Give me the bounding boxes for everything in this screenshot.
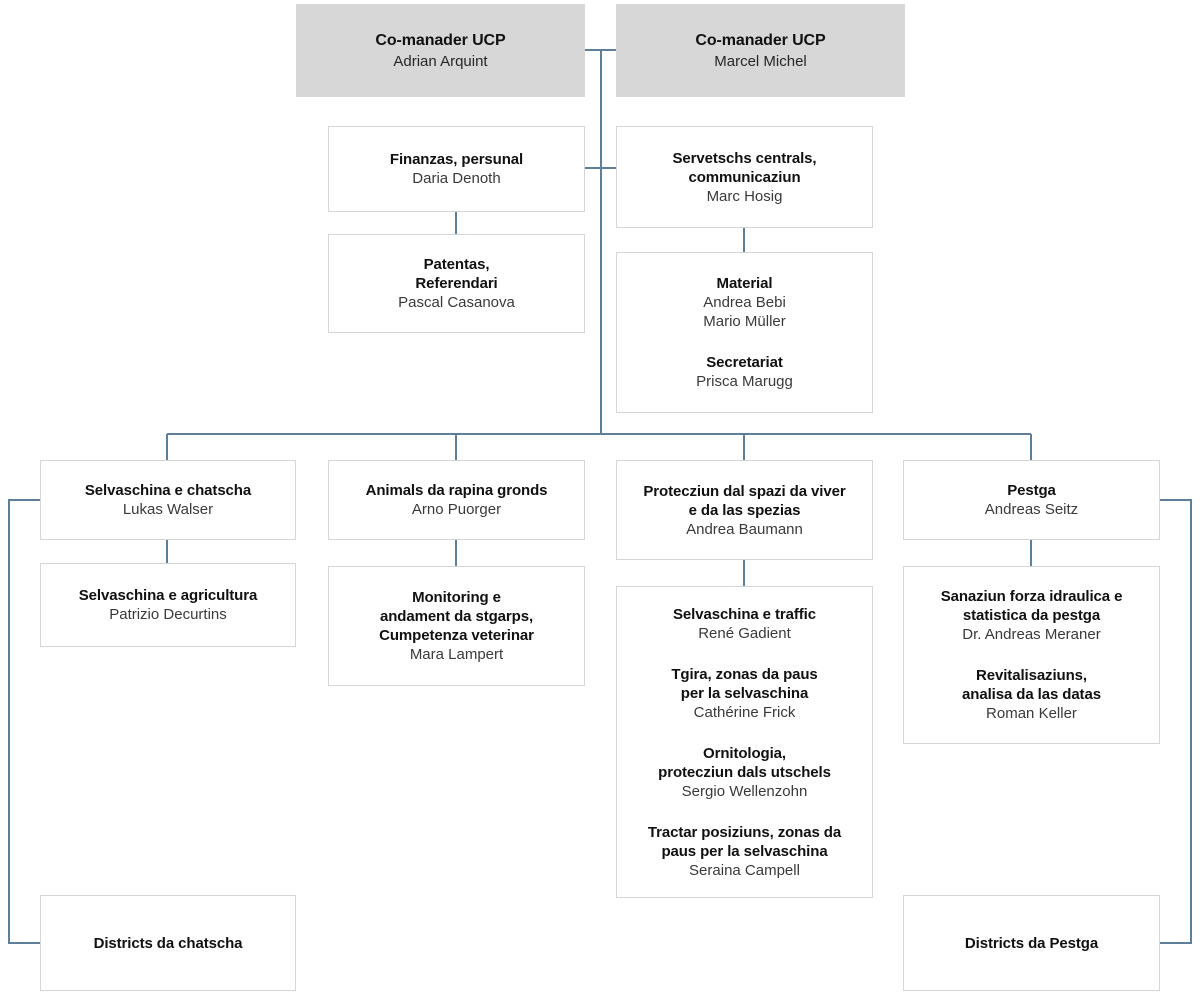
role-label: Selvaschina e traffic [673, 605, 816, 623]
entry-revitalisaziuns: Revitalisaziuns, analisa da las datas Ro… [962, 666, 1101, 723]
node-patentas-referendari[interactable]: Patentas, Referendari Pascal Casanova [328, 234, 585, 333]
role-label-line2: per la selvaschina [680, 684, 809, 702]
person-label: Andreas Seitz [984, 501, 1079, 518]
person-label: Patrizio Decurtins [109, 606, 227, 623]
entry: Co-manader UCP Marcel Michel [695, 30, 825, 72]
role-label-line1: Patentas, [423, 256, 490, 273]
entry-material: Material Andrea Bebi Mario Müller [703, 274, 786, 331]
node-selvaschina-e-chatscha[interactable]: Selvaschina e chatscha Lukas Walser [40, 460, 296, 540]
role-label-line1: Tractar posiziuns, zonas da [647, 823, 842, 841]
node-districts-da-chatscha[interactable]: Districts da chatscha [40, 895, 296, 991]
role-label-line2: protecziun dals utschels [658, 763, 831, 781]
entry: Selvaschina e chatscha Lukas Walser [85, 481, 251, 519]
role-label: Animals da rapina gronds [365, 482, 548, 499]
entry-secretariat: Secretariat Prisca Marugg [696, 353, 793, 391]
person-label: Sergio Wellenzohn [681, 782, 808, 800]
person-label: Cathérine Frick [693, 703, 796, 721]
bracket-pestga [1160, 499, 1192, 944]
entry: Animals da rapina gronds Arno Puorger [366, 481, 548, 519]
person-label: Roman Keller [986, 705, 1077, 722]
role-label-line2: analisa da las datas [962, 686, 1101, 703]
role-label-line2: statistica da pestga [962, 607, 1101, 624]
entry: Finanzas, persunal Daria Denoth [390, 150, 523, 188]
person-label: Andrea Baumann [686, 520, 803, 538]
person-label: Dr. Andreas Meraner [962, 626, 1101, 643]
role-label: Material [716, 275, 773, 292]
node-pestga[interactable]: Pestga Andreas Seitz [903, 460, 1160, 540]
person-label: René Gadient [698, 624, 791, 642]
person-label: Adrian Arquint [393, 52, 488, 70]
role-label: Co-manader UCP [695, 31, 826, 49]
role-label-line1: Tgira, zonas da paus [671, 665, 818, 683]
role-label-line2: paus per la selvaschina [661, 842, 828, 860]
entry: Monitoring e andament da stgarps, Cumpet… [379, 588, 534, 664]
person-label: Prisca Marugg [696, 373, 793, 390]
person-label-1: Andrea Bebi [703, 294, 786, 311]
person-label: Daria Denoth [412, 170, 501, 187]
person-label: Marc Hosig [706, 187, 783, 205]
bracket-chatscha [8, 499, 40, 944]
role-label-line3: Cumpetenza veterinar [379, 627, 534, 644]
entry: Patentas, Referendari Pascal Casanova [398, 255, 515, 312]
role-label-line2: communicaziun [688, 168, 801, 186]
node-material-secretariat[interactable]: Material Andrea Bebi Mario Müller Secret… [616, 252, 873, 413]
entry: Pestga Andreas Seitz [985, 481, 1078, 519]
node-servetschs-centrals[interactable]: Servetschs centrals, communicaziun Marc … [616, 126, 873, 228]
entry-tractar-posiziuns: Tractar posiziuns, zonas da paus per la … [648, 823, 841, 880]
role-label-line1: Protecziun dal spazi da viver [643, 482, 846, 500]
entry-tgira-zonas-paus: Tgira, zonas da paus per la selvaschina … [671, 665, 817, 722]
role-label-line1: Monitoring e [412, 589, 501, 606]
node-pestga-units[interactable]: Sanaziun forza idraulica e statistica da… [903, 566, 1160, 744]
node-monitoring-stgarps[interactable]: Monitoring e andament da stgarps, Cumpet… [328, 566, 585, 686]
node-selvaschina-e-agricultura[interactable]: Selvaschina e agricultura Patrizio Decur… [40, 563, 296, 647]
role-label: Selvaschina e agricultura [78, 587, 258, 604]
role-label-line2: Referendari [415, 275, 498, 292]
node-protecziun-spazi-viver[interactable]: Protecziun dal spazi da viver e da las s… [616, 460, 873, 560]
role-label: Selvaschina e chatscha [84, 482, 252, 499]
node-animals-da-rapina-gronds[interactable]: Animals da rapina gronds Arno Puorger [328, 460, 585, 540]
entry: Selvaschina e agricultura Patrizio Decur… [78, 586, 258, 624]
entry-sanaziun-forza-idraulica: Sanaziun forza idraulica e statistica da… [941, 587, 1123, 644]
role-label: Finanzas, persunal [389, 151, 524, 168]
entry: Servetschs centrals, communicaziun Marc … [673, 149, 817, 206]
entry-selvaschina-traffic: Selvaschina e traffic René Gadient [673, 605, 816, 643]
role-label-line1: Servetschs centrals, [672, 149, 817, 167]
entry: Districts da chatscha [94, 934, 243, 953]
role-label: Districts da Pestga [964, 934, 1099, 952]
entry: Districts da Pestga [965, 934, 1098, 953]
role-label-line1: Revitalisaziuns, [976, 667, 1087, 684]
person-label: Pascal Casanova [398, 294, 515, 311]
person-label: Seraina Campell [689, 861, 800, 879]
role-label: Districts da chatscha [93, 934, 243, 952]
role-label-line2: andament da stgarps, [379, 608, 534, 625]
node-co-manader-right[interactable]: Co-manader UCP Marcel Michel [616, 4, 905, 97]
role-label-line1: Ornitologia, [703, 744, 786, 762]
person-label: Mara Lampert [409, 646, 504, 663]
role-label-line1: Sanaziun forza idraulica e [940, 588, 1123, 605]
entry: Co-manader UCP Adrian Arquint [375, 30, 505, 72]
person-label: Lukas Walser [122, 501, 214, 518]
entry: Protecziun dal spazi da viver e da las s… [643, 482, 845, 539]
node-finanzas-persunal[interactable]: Finanzas, persunal Daria Denoth [328, 126, 585, 212]
entry-ornitologia: Ornitologia, protecziun dals utschels Se… [658, 744, 831, 801]
role-label: Secretariat [706, 354, 783, 371]
role-label: Pestga [1007, 482, 1056, 499]
node-districts-da-pestga[interactable]: Districts da Pestga [903, 895, 1160, 991]
person-label: Marcel Michel [714, 52, 807, 70]
role-label: Co-manader UCP [375, 31, 506, 49]
node-co-manader-left[interactable]: Co-manader UCP Adrian Arquint [296, 4, 585, 97]
node-protecziun-units[interactable]: Selvaschina e traffic René Gadient Tgira… [616, 586, 873, 898]
person-label: Arno Puorger [411, 501, 502, 518]
person-label-2: Mario Müller [703, 313, 786, 330]
role-label-line2: e da las spezias [688, 501, 801, 519]
